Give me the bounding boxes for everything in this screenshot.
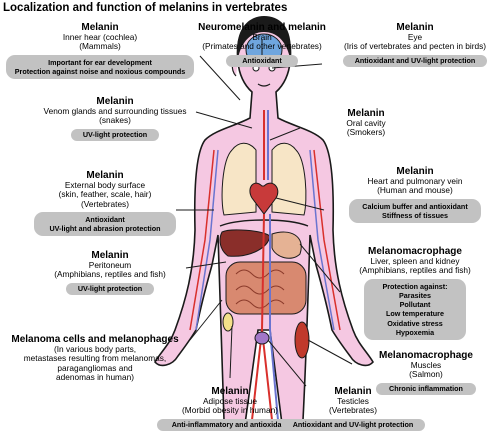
annotation-line: (snakes) <box>99 115 131 126</box>
annotation-heading: Melanin <box>347 108 385 119</box>
function-pill: Important for ear development Protection… <box>6 54 194 80</box>
annotation-eye: Melanin Eye (Iris of vertebrates and pec… <box>330 22 500 68</box>
leader-lines <box>176 40 353 387</box>
annotation-line: (Amphibians, reptiles and fish) <box>54 269 166 280</box>
annotation-heading: Melanin <box>334 386 372 397</box>
function-pill: Antioxidant and UV-light protection <box>343 54 487 68</box>
arm-vessels <box>189 149 341 331</box>
annotation-brain: Neuromelanin and melanin Brain (Primates… <box>195 22 329 68</box>
function-pill: UV-light protection <box>71 128 159 142</box>
annotation-line: (Mammals) <box>79 41 121 52</box>
function-line: Antioxidant <box>85 215 125 225</box>
annotation-line: Brain <box>252 32 272 43</box>
annotation-line: Peritoneum <box>88 260 132 271</box>
function-pill: Protection against: Parasites Pollutant … <box>364 278 466 341</box>
annotation-heading: Melanin <box>86 170 124 181</box>
annotation-line: metastases resulting from melanomas, <box>23 353 167 364</box>
testicles <box>254 331 270 345</box>
function-pill: Chronic inflammation <box>376 382 476 396</box>
annotation-heading: Melanin <box>81 22 119 33</box>
annotation-line: Heart and pulmonary vein <box>367 176 463 187</box>
annotation-line: Adipose tissue <box>203 396 257 407</box>
annotation-heading: Melanoma cells and melanophages <box>11 334 179 345</box>
function-line: Oxidative stress <box>387 318 443 328</box>
diagram-title: Localization and function of melanins in… <box>3 2 288 14</box>
annotation-line: paragangliomas and <box>57 362 133 373</box>
annotation-heading: Melanin <box>96 96 134 107</box>
annotation-line: Inner hear (cochlea) <box>62 32 138 43</box>
annotation-oral: Melanin Oral cavity (Smokers) <box>326 108 406 138</box>
annotation-line: Eye <box>407 32 423 43</box>
annotation-line: Venom glands and surrounding tissues <box>43 106 187 117</box>
function-line: Parasites <box>399 290 431 300</box>
function-pill: Antioxidant and UV-light protection <box>281 418 425 432</box>
aorta <box>251 110 273 421</box>
function-pill: UV-light protection <box>66 282 154 296</box>
function-line: Pollutant <box>399 300 431 310</box>
annotation-macrophage-liver: Melanomacrophage Liver, spleen and kidne… <box>330 246 500 341</box>
annotation-venom: Melanin Venom glands and surrounding tis… <box>30 96 200 142</box>
annotation-line: (Primates and other vertebrates) <box>202 41 322 52</box>
function-line: Stiffness of tissues <box>382 210 448 220</box>
left-lung <box>221 142 257 216</box>
thigh-muscle <box>294 321 310 359</box>
function-pill: Antioxidant UV-light and abrasion protec… <box>34 212 176 237</box>
function-line: Hypoxemia <box>395 327 435 337</box>
right-lung <box>271 142 307 216</box>
annotation-line: External body surface <box>64 180 146 191</box>
arm-veins <box>195 149 335 331</box>
annotation-heading: Melanin <box>396 22 434 33</box>
annotation-heading: Melanomacrophage <box>368 246 462 257</box>
stomach <box>271 231 302 259</box>
annotation-heading: Melanin <box>91 250 129 261</box>
annotation-line: (Salmon) <box>409 369 443 380</box>
annotation-heading: Melanin <box>211 386 249 397</box>
annotation-line: adenomas in human) <box>56 372 134 383</box>
hair <box>237 16 291 58</box>
mouth <box>257 83 271 87</box>
annotation-line: (Smokers) <box>346 127 386 138</box>
function-line: UV-light and abrasion protection <box>49 224 161 234</box>
function-pill: Calcium buffer and antioxidant Stiffness… <box>349 198 481 224</box>
function-line: Protection against noise and noxious com… <box>14 66 186 76</box>
annotation-line: (Iris of vertebrates and pecten in birds… <box>343 41 487 52</box>
heart <box>249 182 279 215</box>
annotation-skin: Melanin External body surface (skin, fea… <box>30 170 180 237</box>
annotation-line: (Morbid obesity in human) <box>182 405 278 416</box>
vena-cava <box>267 110 279 421</box>
liver <box>219 229 271 257</box>
function-pill: Antioxidant <box>226 54 298 68</box>
annotation-line: (Vertebrates) <box>81 198 129 209</box>
intestines <box>225 261 307 315</box>
function-pill: Anti-inflammatory and antioxidant <box>157 418 303 432</box>
annotation-heading: Melanomacrophage <box>379 350 473 361</box>
annotation-adipose: Melanin Adipose tissue (Morbid obesity i… <box>150 386 310 432</box>
annotation-melanoma: Melanoma cells and melanophages (In vari… <box>0 334 190 382</box>
annotation-testicles: Melanin Testicles (Vertebrates) Antioxid… <box>278 386 428 432</box>
annotation-heading: Neuromelanin and melanin <box>198 22 326 33</box>
annotation-peritoneum: Melanin Peritoneum (Amphibians, reptiles… <box>30 250 190 296</box>
annotation-line: (In various body parts, <box>53 344 137 355</box>
adipose-tissue <box>222 312 234 332</box>
annotation-line: Testicles <box>337 396 369 407</box>
annotation-line: (Amphibians, reptiles and fish) <box>359 265 471 276</box>
intestine-coils <box>235 269 285 309</box>
function-line: Important for ear development <box>48 57 152 67</box>
function-line: Protection against: <box>382 281 448 291</box>
annotation-line: (skin, feather, scale, hair) <box>58 189 152 200</box>
annotation-macrophage-muscle: Melanomacrophage Muscles (Salmon) Chroni… <box>352 350 500 396</box>
annotation-line: Muscles <box>410 360 442 371</box>
annotation-heading: Melanin <box>396 166 434 177</box>
annotation-line: Liver, spleen and kidney <box>370 256 460 267</box>
annotation-line: (Vertebrates) <box>329 405 377 416</box>
annotation-line: Oral cavity <box>346 118 386 129</box>
annotation-heart: Melanin Heart and pulmonary vein (Human … <box>330 166 500 224</box>
function-line: Low temperature <box>386 309 444 319</box>
annotation-line: (Human and mouse) <box>377 185 453 196</box>
function-line: Calcium buffer and antioxidant <box>362 201 468 211</box>
annotation-inner-ear: Melanin Inner hear (cochlea) (Mammals) I… <box>0 22 200 80</box>
